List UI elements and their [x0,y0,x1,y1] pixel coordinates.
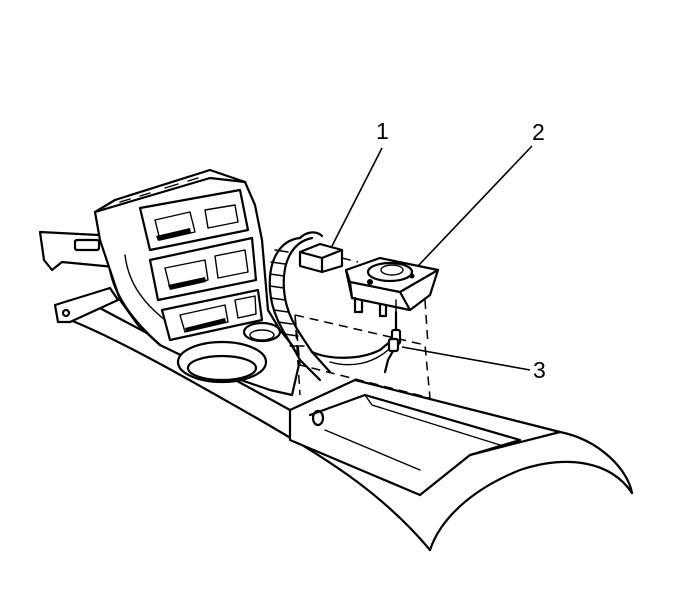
mounting-panel-outline [294,299,431,399]
switch-assembly-item-2 [344,256,440,346]
wire-harness [268,231,394,382]
connector-item-1 [298,242,359,274]
callout-label-1: 1 [376,118,389,144]
cup-holders [176,321,282,384]
callout-2: 2 [417,119,545,267]
callout-label-2: 2 [532,119,545,145]
callout-1: 1 [331,118,389,247]
pigtail-item-3 [383,337,400,374]
callout-3: 3 [401,346,546,383]
console-front-bezel [38,168,302,397]
callout-label-3: 3 [533,357,546,383]
console-base [68,298,634,552]
